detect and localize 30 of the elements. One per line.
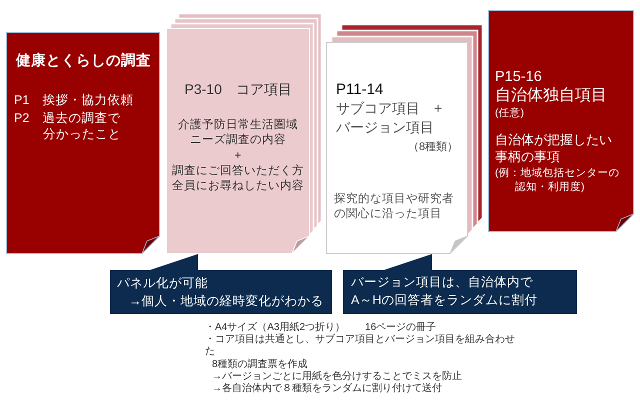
section-heading: バージョン項目 xyxy=(336,118,434,136)
page-sheet xyxy=(488,10,634,232)
note-text: 8種類の調査票を作成 xyxy=(212,359,308,371)
description-text: 探究的な項目や研究者の関心に沿った項目 xyxy=(334,192,455,222)
stacked-pages xyxy=(326,24,483,254)
page-range: P15-16 xyxy=(495,68,542,87)
contents-line: P1 挨拶・協力依頼 xyxy=(14,92,134,108)
page-sheet xyxy=(6,32,160,254)
note-text: ・A4サイズ（A3用紙2つ折り） 16ページの冊子 xyxy=(205,322,436,334)
survey-title: 健康とくらしの調査 xyxy=(16,52,151,71)
description-text: 介護予防日常生活圏域ニーズ調査の内容 xyxy=(177,118,299,148)
contents-line: P2 過去の調査で分かったこと xyxy=(14,110,122,142)
section-heading: サブコア項目 + xyxy=(336,99,442,118)
count-note: （8種類） xyxy=(408,140,458,154)
plus-sign: + xyxy=(234,149,242,164)
section-heading: 自治体独自項目 xyxy=(495,86,607,106)
callout-text: バージョン項目は、自治体内でA～Hの回答者をランダムに割付 xyxy=(351,274,538,308)
description-text: 自治体が把握したい事柄の事項 xyxy=(495,132,613,166)
optional-note: (任意) xyxy=(495,107,524,121)
description-text: 調査にご回答いただく方全員にお尋ねしたい内容 xyxy=(171,164,305,194)
note-text: →各自治体内で８種類をランダムに割り付けて送付 xyxy=(212,383,442,395)
callout-text: パネル化が可能 xyxy=(117,275,208,292)
section-heading: P3-10 コア項目 xyxy=(184,80,292,98)
callout-pointer xyxy=(150,254,198,270)
note-text: →バージョンごとに用紙を色分けすることでミスを防止 xyxy=(212,371,462,382)
callout-text: →個人・地域の経時変化がわかる xyxy=(129,293,324,310)
note-text: ・コア項目は共通とし、サブコア項目とバージョン項目を組み合わせた xyxy=(205,334,516,358)
example-note: (例：地域包括センターの認知・利用度) xyxy=(495,167,620,194)
callout-pointer xyxy=(384,254,432,270)
page-range: P11-14 xyxy=(336,80,384,100)
